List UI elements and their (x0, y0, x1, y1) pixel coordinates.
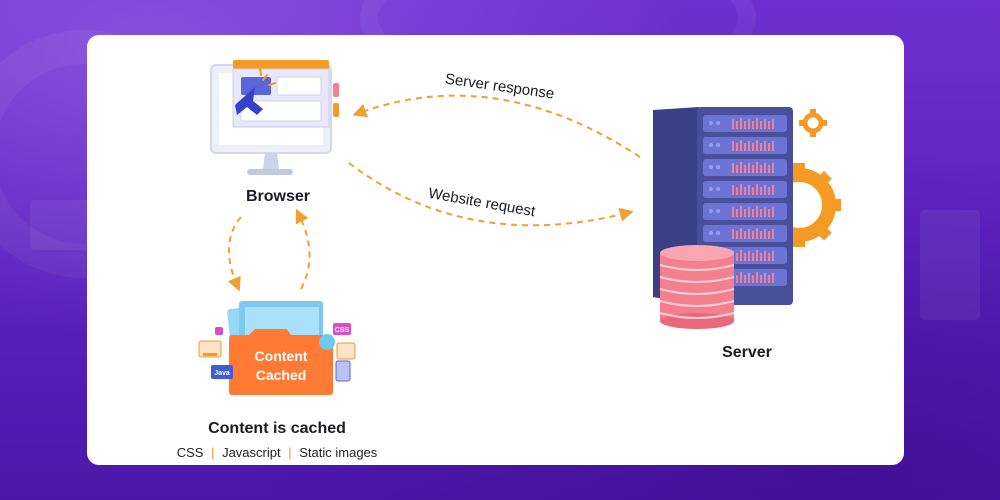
server-response-arrow (352, 94, 641, 158)
caching-diagram: Browser (177, 60, 841, 460)
image-asset-icon (336, 342, 356, 360)
cache-item-separator: | (288, 445, 291, 460)
database-icon (659, 245, 735, 329)
cache-item-static-images: Static images (299, 445, 378, 460)
cache-label: Content is cached (208, 420, 346, 437)
website-request-arrow (348, 162, 634, 227)
cache-folder-icon: Content Cached Java CSS (198, 301, 356, 395)
browser-window-bar (233, 60, 329, 69)
browser-label: Browser (246, 188, 310, 205)
chat-bubble-icon (319, 334, 335, 350)
css-badge (333, 323, 351, 335)
browser-to-cache-arrow (227, 216, 242, 292)
server-icon (653, 107, 841, 329)
cache-item-css: CSS (177, 445, 204, 460)
background-block-decoration (920, 210, 980, 320)
website-request-label: Website request (427, 185, 537, 221)
java-badge-text: Java (214, 370, 230, 377)
cursor-icon (235, 87, 263, 115)
css-badge-text: CSS (335, 327, 350, 334)
server-response-label: Server response (444, 70, 555, 102)
cache-item-separator: | (211, 445, 214, 460)
cache-item-javascript: Javascript (222, 445, 281, 460)
browser-icon (210, 60, 339, 175)
folder-text-line2: Cached (256, 367, 307, 383)
java-badge (211, 365, 233, 379)
folder-text-line1: Content (255, 348, 308, 364)
document-asset-icon (335, 360, 351, 382)
cache-items: CSS | Javascript | Static images (177, 445, 378, 460)
small-gear-icon (799, 109, 827, 137)
diagram-card: Browser (87, 35, 904, 465)
server-label: Server (722, 344, 772, 361)
cache-to-browser-arrow (295, 208, 311, 290)
